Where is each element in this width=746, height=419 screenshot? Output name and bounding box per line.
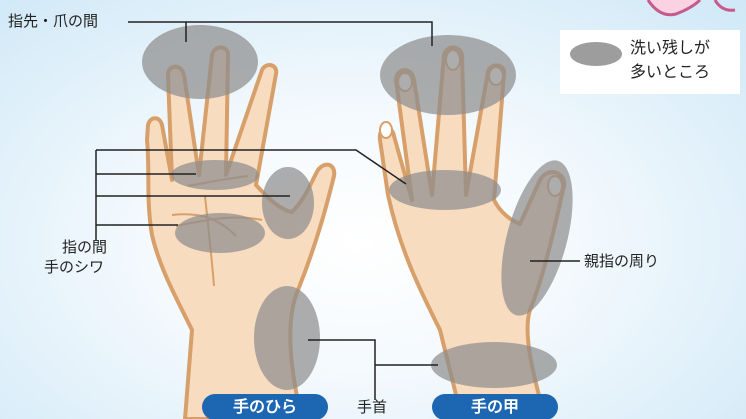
area-left-palm-creases xyxy=(175,213,265,253)
area-right-wrist xyxy=(431,342,557,388)
area-right-between-fingers xyxy=(389,170,501,210)
legend-text: 洗い残しが 多いところ xyxy=(630,36,710,84)
tab-palm: 手のひら xyxy=(202,394,328,419)
label-fingertips: 指先・爪の間 xyxy=(8,12,99,30)
area-left-between-fingers xyxy=(171,160,259,190)
tab-back: 手の甲 xyxy=(432,394,558,419)
label-between-fingers: 指の間 xyxy=(62,238,108,256)
legend-swatch xyxy=(570,42,622,66)
legend-line-2: 多いところ xyxy=(630,62,711,81)
legend: 洗い残しが 多いところ xyxy=(560,30,740,94)
leader-fingertips-right xyxy=(186,21,433,46)
area-right-thumb xyxy=(501,160,573,316)
area-left-fingertips xyxy=(142,25,258,99)
decorative-corner-shape xyxy=(646,0,736,17)
unwashed-areas xyxy=(142,25,573,390)
area-left-wrist xyxy=(254,286,320,390)
area-left-thumb xyxy=(262,167,314,239)
label-wrist: 手首 xyxy=(357,398,388,416)
label-thumb: 親指の周り xyxy=(584,252,660,270)
nail-icon xyxy=(379,121,393,139)
legend-line-1: 洗い残しが xyxy=(630,38,711,57)
label-palm-creases: 手のシワ xyxy=(44,258,105,276)
leader-lines xyxy=(95,21,580,400)
leader-right-between-fingers xyxy=(96,149,407,185)
area-right-fingertips xyxy=(380,35,516,115)
leader-wrist-left xyxy=(308,339,376,400)
